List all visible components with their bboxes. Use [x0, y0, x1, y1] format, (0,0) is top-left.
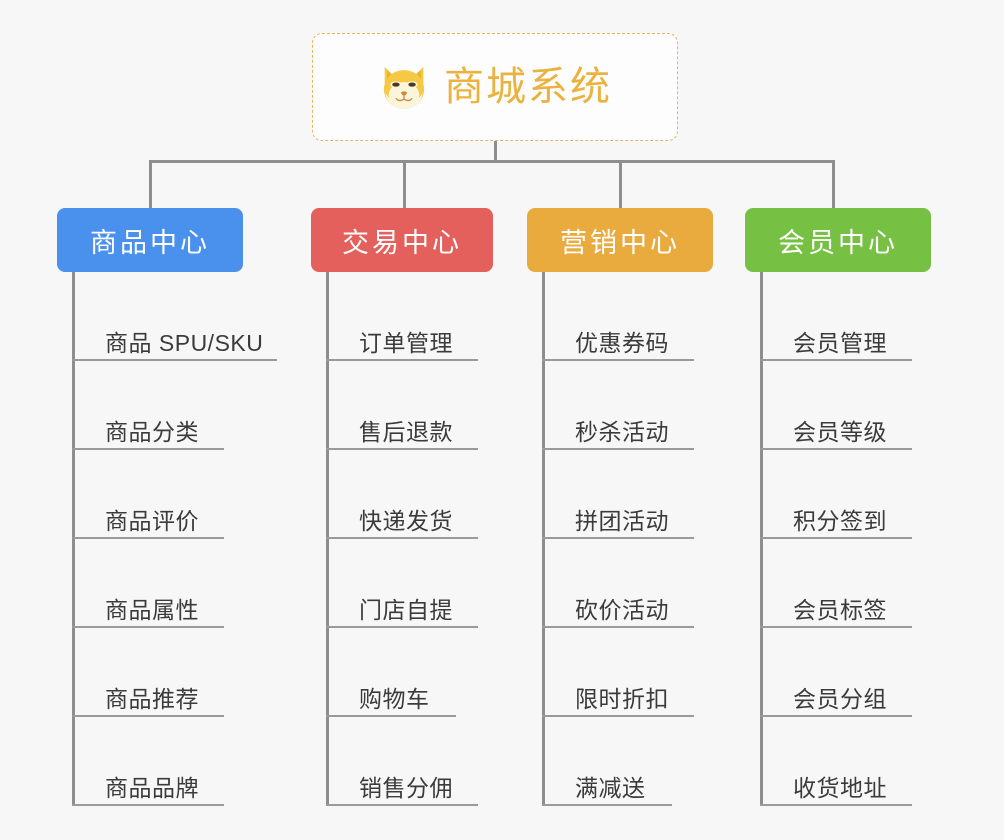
leaf-underline [326, 626, 478, 628]
leaf-underline [760, 359, 912, 361]
branch-trunk-line-3 [542, 272, 545, 806]
leaf-underline [326, 448, 478, 450]
branch-drop-line-2 [403, 160, 406, 208]
leaf-item-label: 砍价活动 [575, 596, 669, 623]
branch-trunk-line-1 [72, 272, 75, 806]
branch-header-2[interactable]: 交易中心 [311, 208, 493, 272]
leaf-item-label: 限时折扣 [575, 685, 669, 712]
leaf-item-label: 积分签到 [793, 507, 887, 534]
leaf-underline [72, 448, 224, 450]
leaf-underline [326, 359, 478, 361]
leaf-underline [760, 715, 912, 717]
leaf-item-label: 快递发货 [359, 507, 453, 534]
branch-header-4[interactable]: 会员中心 [745, 208, 931, 272]
shiba-dog-icon [378, 62, 430, 112]
branch-drop-line-4 [832, 160, 835, 208]
leaf-item-label: 商品分类 [105, 418, 199, 445]
branch-bus-line [149, 160, 835, 163]
leaf-item-label: 门店自提 [359, 596, 453, 623]
branch-header-label: 商品中心 [90, 227, 210, 258]
leaf-underline [542, 715, 694, 717]
leaf-item-label: 秒杀活动 [575, 418, 669, 445]
leaf-item-label: 会员管理 [793, 329, 887, 356]
leaf-underline [542, 626, 694, 628]
leaf-underline [542, 448, 694, 450]
branch-column-2: 交易中心订单管理售后退款快递发货门店自提购物车销售分佣 [311, 208, 493, 806]
leaf-underline [760, 626, 912, 628]
leaf-item-label: 满减送 [575, 774, 646, 801]
leaf-item-label: 收货地址 [793, 774, 887, 801]
branch-column-1: 商品中心商品 SPU/SKU 商品分类商品评价商品属性商品推荐商品品牌 [57, 208, 277, 806]
leaf-item-label: 商品 SPU/SKU [105, 329, 264, 356]
leaf-item-label: 商品推荐 [105, 685, 199, 712]
branch-header-label: 会员中心 [778, 227, 898, 258]
leaf-underline [542, 804, 672, 806]
branch-drop-line-1 [149, 160, 152, 208]
branch-header-3[interactable]: 营销中心 [527, 208, 713, 272]
leaf-item-label: 商品评价 [105, 507, 199, 534]
branch-column-4: 会员中心会员管理会员等级积分签到会员标签会员分组收货地址 [745, 208, 931, 806]
branch-column-3: 营销中心优惠券码秒杀活动拼团活动砍价活动限时折扣满减送 [527, 208, 713, 806]
root-title: 商城系统 [444, 65, 612, 109]
leaf-item-label: 会员标签 [793, 596, 887, 623]
leaf-item-label: 售后退款 [359, 418, 453, 445]
leaf-item-label: 商品属性 [105, 596, 199, 623]
leaf-underline [72, 715, 224, 717]
leaf-underline [326, 537, 478, 539]
leaf-underline [72, 537, 224, 539]
branch-trunk-line-2 [326, 272, 329, 806]
leaf-underline [760, 537, 912, 539]
branch-drop-line-3 [619, 160, 622, 208]
branch-trunk-line-4 [760, 272, 763, 806]
leaf-item-label: 会员等级 [793, 418, 887, 445]
leaf-underline [72, 359, 277, 361]
leaf-underline [326, 715, 456, 717]
leaf-item-label: 商品品牌 [105, 774, 199, 801]
leaf-item-label: 销售分佣 [359, 774, 453, 801]
root-stem-line [494, 141, 497, 163]
branch-header-label: 营销中心 [560, 227, 680, 258]
leaf-underline [760, 804, 912, 806]
branch-header-1[interactable]: 商品中心 [57, 208, 243, 272]
leaf-item-label: 会员分组 [793, 685, 887, 712]
leaf-item-label: 优惠券码 [575, 329, 669, 356]
leaf-underline [542, 359, 694, 361]
leaf-underline [72, 804, 224, 806]
leaf-underline [760, 448, 912, 450]
leaf-underline [326, 804, 478, 806]
leaf-item-label: 订单管理 [359, 329, 453, 356]
leaf-item-label: 拼团活动 [575, 507, 669, 534]
leaf-underline [542, 537, 694, 539]
leaf-underline [72, 626, 224, 628]
root-node[interactable]: 商城系统 [312, 33, 678, 141]
branch-header-label: 交易中心 [342, 227, 462, 258]
leaf-item-label: 购物车 [359, 685, 430, 712]
